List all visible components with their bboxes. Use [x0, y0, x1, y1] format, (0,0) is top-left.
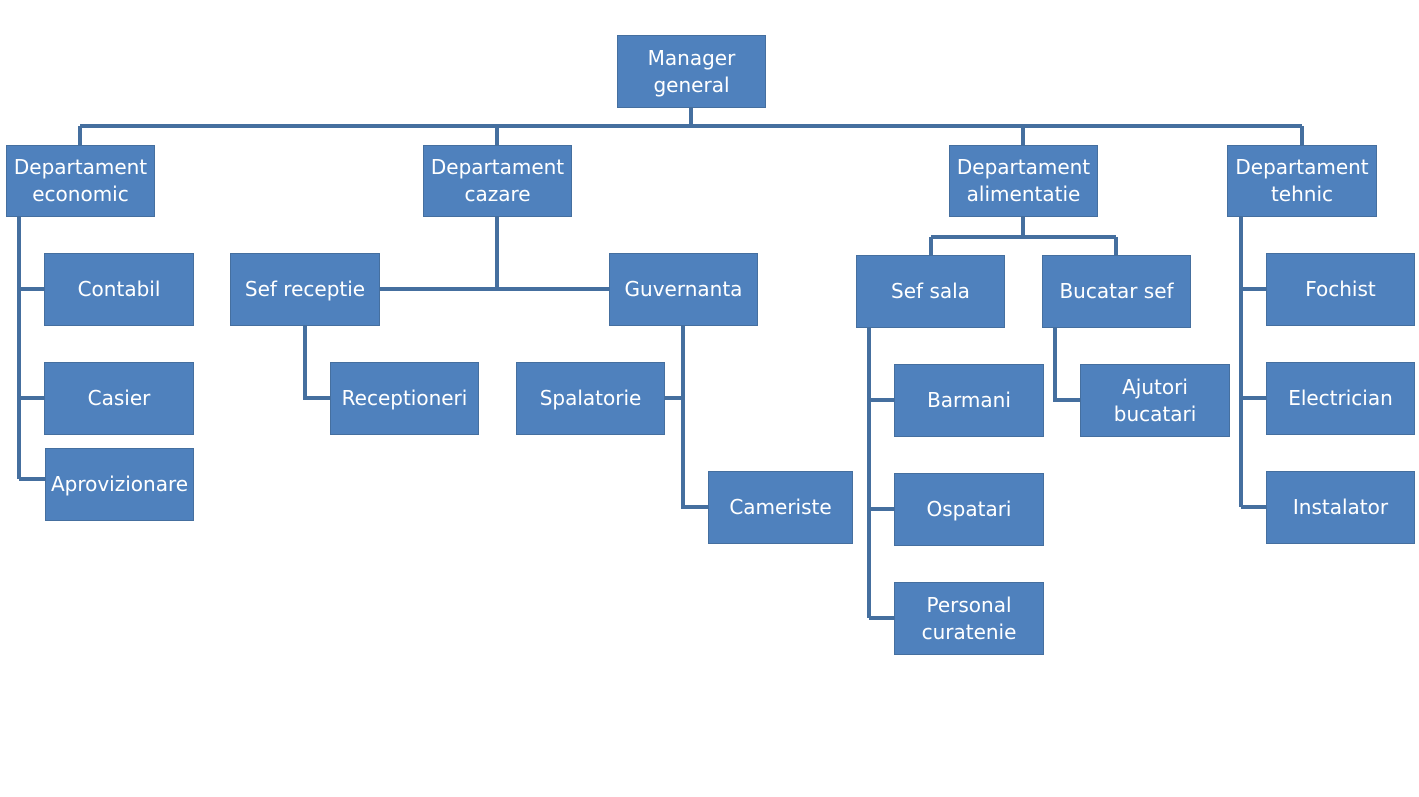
node-label: Fochist	[1305, 277, 1376, 301]
node-casier: Casier	[44, 362, 194, 435]
node-bucatar-sef: Bucatar sef	[1042, 255, 1191, 328]
node-label: Casier	[87, 386, 151, 410]
node-departament-cazare: Departament cazare	[423, 145, 572, 217]
node-sef-sala: Sef sala	[856, 255, 1005, 328]
node-label: Sef receptie	[244, 277, 366, 301]
node-label: Departament alimentatie	[956, 155, 1091, 206]
node-barmani: Barmani	[894, 364, 1044, 437]
node-label: Departament economic	[13, 155, 148, 206]
connector-tehnic-children	[1239, 217, 1267, 509]
node-label: Guvernanta	[624, 277, 743, 301]
connector-alimentatie-children	[929, 217, 1118, 256]
node-label: Receptioneri	[341, 386, 468, 410]
node-label: Electrician	[1288, 386, 1393, 410]
node-label: Sef sala	[891, 279, 970, 303]
node-contabil: Contabil	[44, 253, 194, 326]
node-label: Spalatorie	[539, 386, 642, 410]
node-label: Contabil	[77, 277, 161, 301]
connector-sef-sala-children	[867, 328, 895, 620]
node-departament-tehnic: Departament tehnic	[1227, 145, 1377, 217]
node-receptioneri: Receptioneri	[330, 362, 479, 435]
connector-cazare-children	[380, 217, 610, 291]
node-label: Bucatar sef	[1059, 279, 1174, 303]
node-electrician: Electrician	[1266, 362, 1415, 435]
connector-guvernanta-children	[665, 326, 709, 509]
node-ospatari: Ospatari	[894, 473, 1044, 546]
node-sef-receptie: Sef receptie	[230, 253, 380, 326]
node-ajutori-bucatari: Ajutori bucatari	[1080, 364, 1230, 437]
node-departament-economic: Departament economic	[6, 145, 155, 217]
node-label: Personal curatenie	[921, 592, 1017, 644]
node-label: Ajutori bucatari	[1113, 374, 1197, 426]
node-fochist: Fochist	[1266, 253, 1415, 326]
node-cameriste: Cameriste	[708, 471, 853, 544]
node-instalator: Instalator	[1266, 471, 1415, 544]
node-aprovizionare: Aprovizionare	[45, 448, 194, 521]
node-label: Aprovizionare	[50, 472, 189, 496]
node-label: Departament tehnic	[1235, 155, 1369, 206]
node-label: Departament cazare	[430, 155, 565, 206]
node-label: Manager general	[647, 45, 736, 97]
connector-bucatar-sef-children	[1053, 328, 1081, 402]
node-label: Barmani	[927, 388, 1011, 412]
node-personal-curatenie: Personal curatenie	[894, 582, 1044, 655]
connector-economic-children	[17, 217, 45, 481]
node-spalatorie: Spalatorie	[516, 362, 665, 435]
node-departament-alimentatie: Departament alimentatie	[949, 145, 1098, 217]
node-manager-general: Manager general	[617, 35, 766, 108]
connector-sef-receptie-children	[303, 326, 331, 400]
node-label: Ospatari	[926, 497, 1012, 521]
node-label: Cameriste	[729, 495, 832, 519]
node-guvernanta: Guvernanta	[609, 253, 758, 326]
connector-root-to-departments	[78, 108, 1304, 145]
node-label: Instalator	[1292, 495, 1389, 519]
